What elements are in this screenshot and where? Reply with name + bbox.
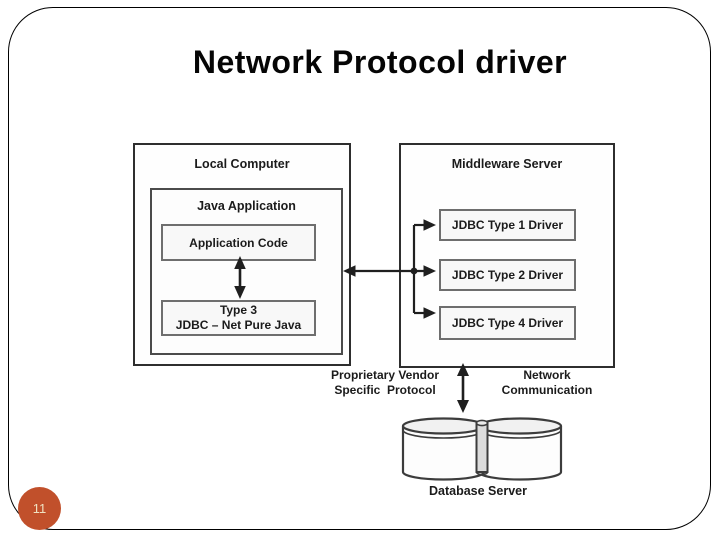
jdbc-type-4-driver-label: JDBC Type 4 Driver bbox=[451, 316, 564, 330]
application-code-label: Application Code bbox=[189, 235, 288, 250]
type3-jdbc-box: Type 3 JDBC – Net Pure Java bbox=[161, 300, 316, 336]
jdbc-type-1-driver-box: JDBC Type 1 Driver bbox=[439, 209, 576, 241]
database-cylinders-icon bbox=[401, 417, 563, 481]
java-application-box: Java Application Application Code Type 3… bbox=[150, 188, 343, 355]
network-communication-line2: Communication bbox=[501, 382, 593, 397]
network-communication-line1: Network bbox=[523, 368, 571, 382]
jdbc-type-4-driver-box: JDBC Type 4 Driver bbox=[439, 306, 576, 340]
proprietary-protocol-line1: Proprietary Vendor bbox=[330, 368, 440, 382]
network-communication-label: Network Communication bbox=[477, 368, 617, 397]
page-number-badge: 11 bbox=[18, 487, 61, 530]
page-title: Network Protocol driver bbox=[192, 44, 568, 80]
slide-border bbox=[8, 7, 711, 530]
type3-label-line2: JDBC – Net Pure Java bbox=[175, 318, 302, 332]
jdbc-type-2-driver-label: JDBC Type 2 Driver bbox=[451, 268, 564, 282]
local-computer-box: Local Computer Java Application Applicat… bbox=[133, 143, 351, 366]
proprietary-protocol-label: Proprietary Vendor Specific Protocol bbox=[308, 368, 462, 397]
jdbc-type-2-driver-box: JDBC Type 2 Driver bbox=[439, 259, 576, 291]
middleware-server-box: Middleware Server JDBC Type 1 Driver JDB… bbox=[399, 143, 615, 368]
local-computer-label: Local Computer bbox=[194, 157, 290, 171]
database-server-label: Database Server bbox=[429, 484, 527, 498]
java-application-label: Java Application bbox=[197, 199, 296, 213]
proprietary-protocol-line2: Specific Protocol bbox=[334, 382, 436, 397]
application-code-box: Application Code bbox=[161, 224, 316, 261]
page-number: 11 bbox=[32, 501, 47, 516]
middleware-server-label: Middleware Server bbox=[451, 157, 563, 171]
type3-label-line1: Type 3 bbox=[219, 303, 258, 317]
jdbc-type-1-driver-label: JDBC Type 1 Driver bbox=[451, 218, 564, 232]
